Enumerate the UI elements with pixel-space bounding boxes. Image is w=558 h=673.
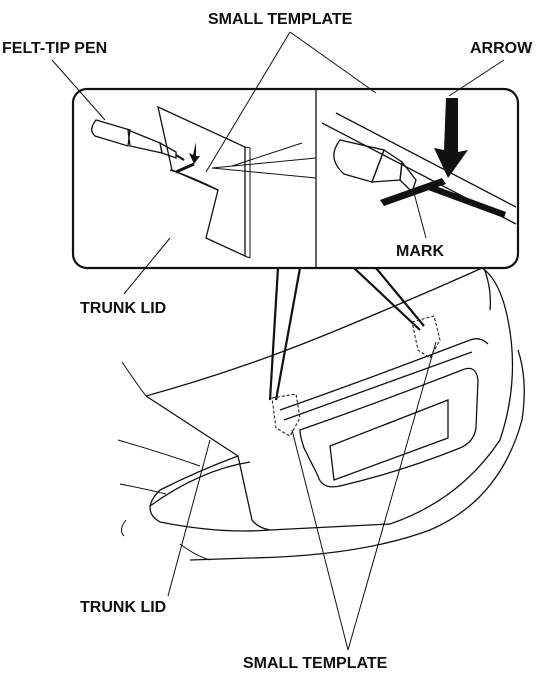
- arrow-icon: [434, 98, 468, 178]
- car-rear-body: [117, 267, 525, 561]
- tail-light: [149, 455, 271, 532]
- label-trunk-lid-lower: TRUNK LID: [80, 599, 166, 616]
- inset-frame: [71, 87, 520, 270]
- detail-inset: [71, 87, 520, 270]
- label-felt-tip-pen: FELT-TIP PEN: [2, 40, 107, 57]
- label-trunk-lid-upper: TRUNK LID: [80, 300, 166, 317]
- small-arrow-icon: [189, 142, 200, 164]
- license-plate-recess: [329, 399, 449, 481]
- pen-marking-view: [91, 105, 303, 259]
- license-plate-garnish: [299, 367, 479, 488]
- small-template-outline-right: [411, 315, 441, 359]
- label-small-template-bottom: SMALL TEMPLATE: [243, 655, 388, 672]
- leader-lines-bottom: [167, 341, 437, 651]
- label-mark: MARK: [396, 243, 444, 260]
- rear-bumper: [249, 349, 525, 559]
- felt-tip-pen-icon: [91, 119, 185, 161]
- lid-trailing-edge: [279, 338, 489, 411]
- small-template-outline-left: [271, 393, 301, 437]
- projection-cones: [268, 267, 425, 401]
- leader-lines-top: [51, 31, 505, 295]
- trunk-lid-side-edge: [145, 395, 391, 531]
- mark-line-small: [175, 162, 195, 174]
- trunk-lid-front-edge: [145, 267, 483, 397]
- mark-line-large: [380, 178, 446, 206]
- rear-quarter: [389, 267, 514, 525]
- label-small-template-top: SMALL TEMPLATE: [208, 11, 353, 28]
- template-edge-line: [428, 184, 506, 218]
- label-arrow: ARROW: [470, 40, 533, 57]
- magnified-view: [321, 98, 517, 225]
